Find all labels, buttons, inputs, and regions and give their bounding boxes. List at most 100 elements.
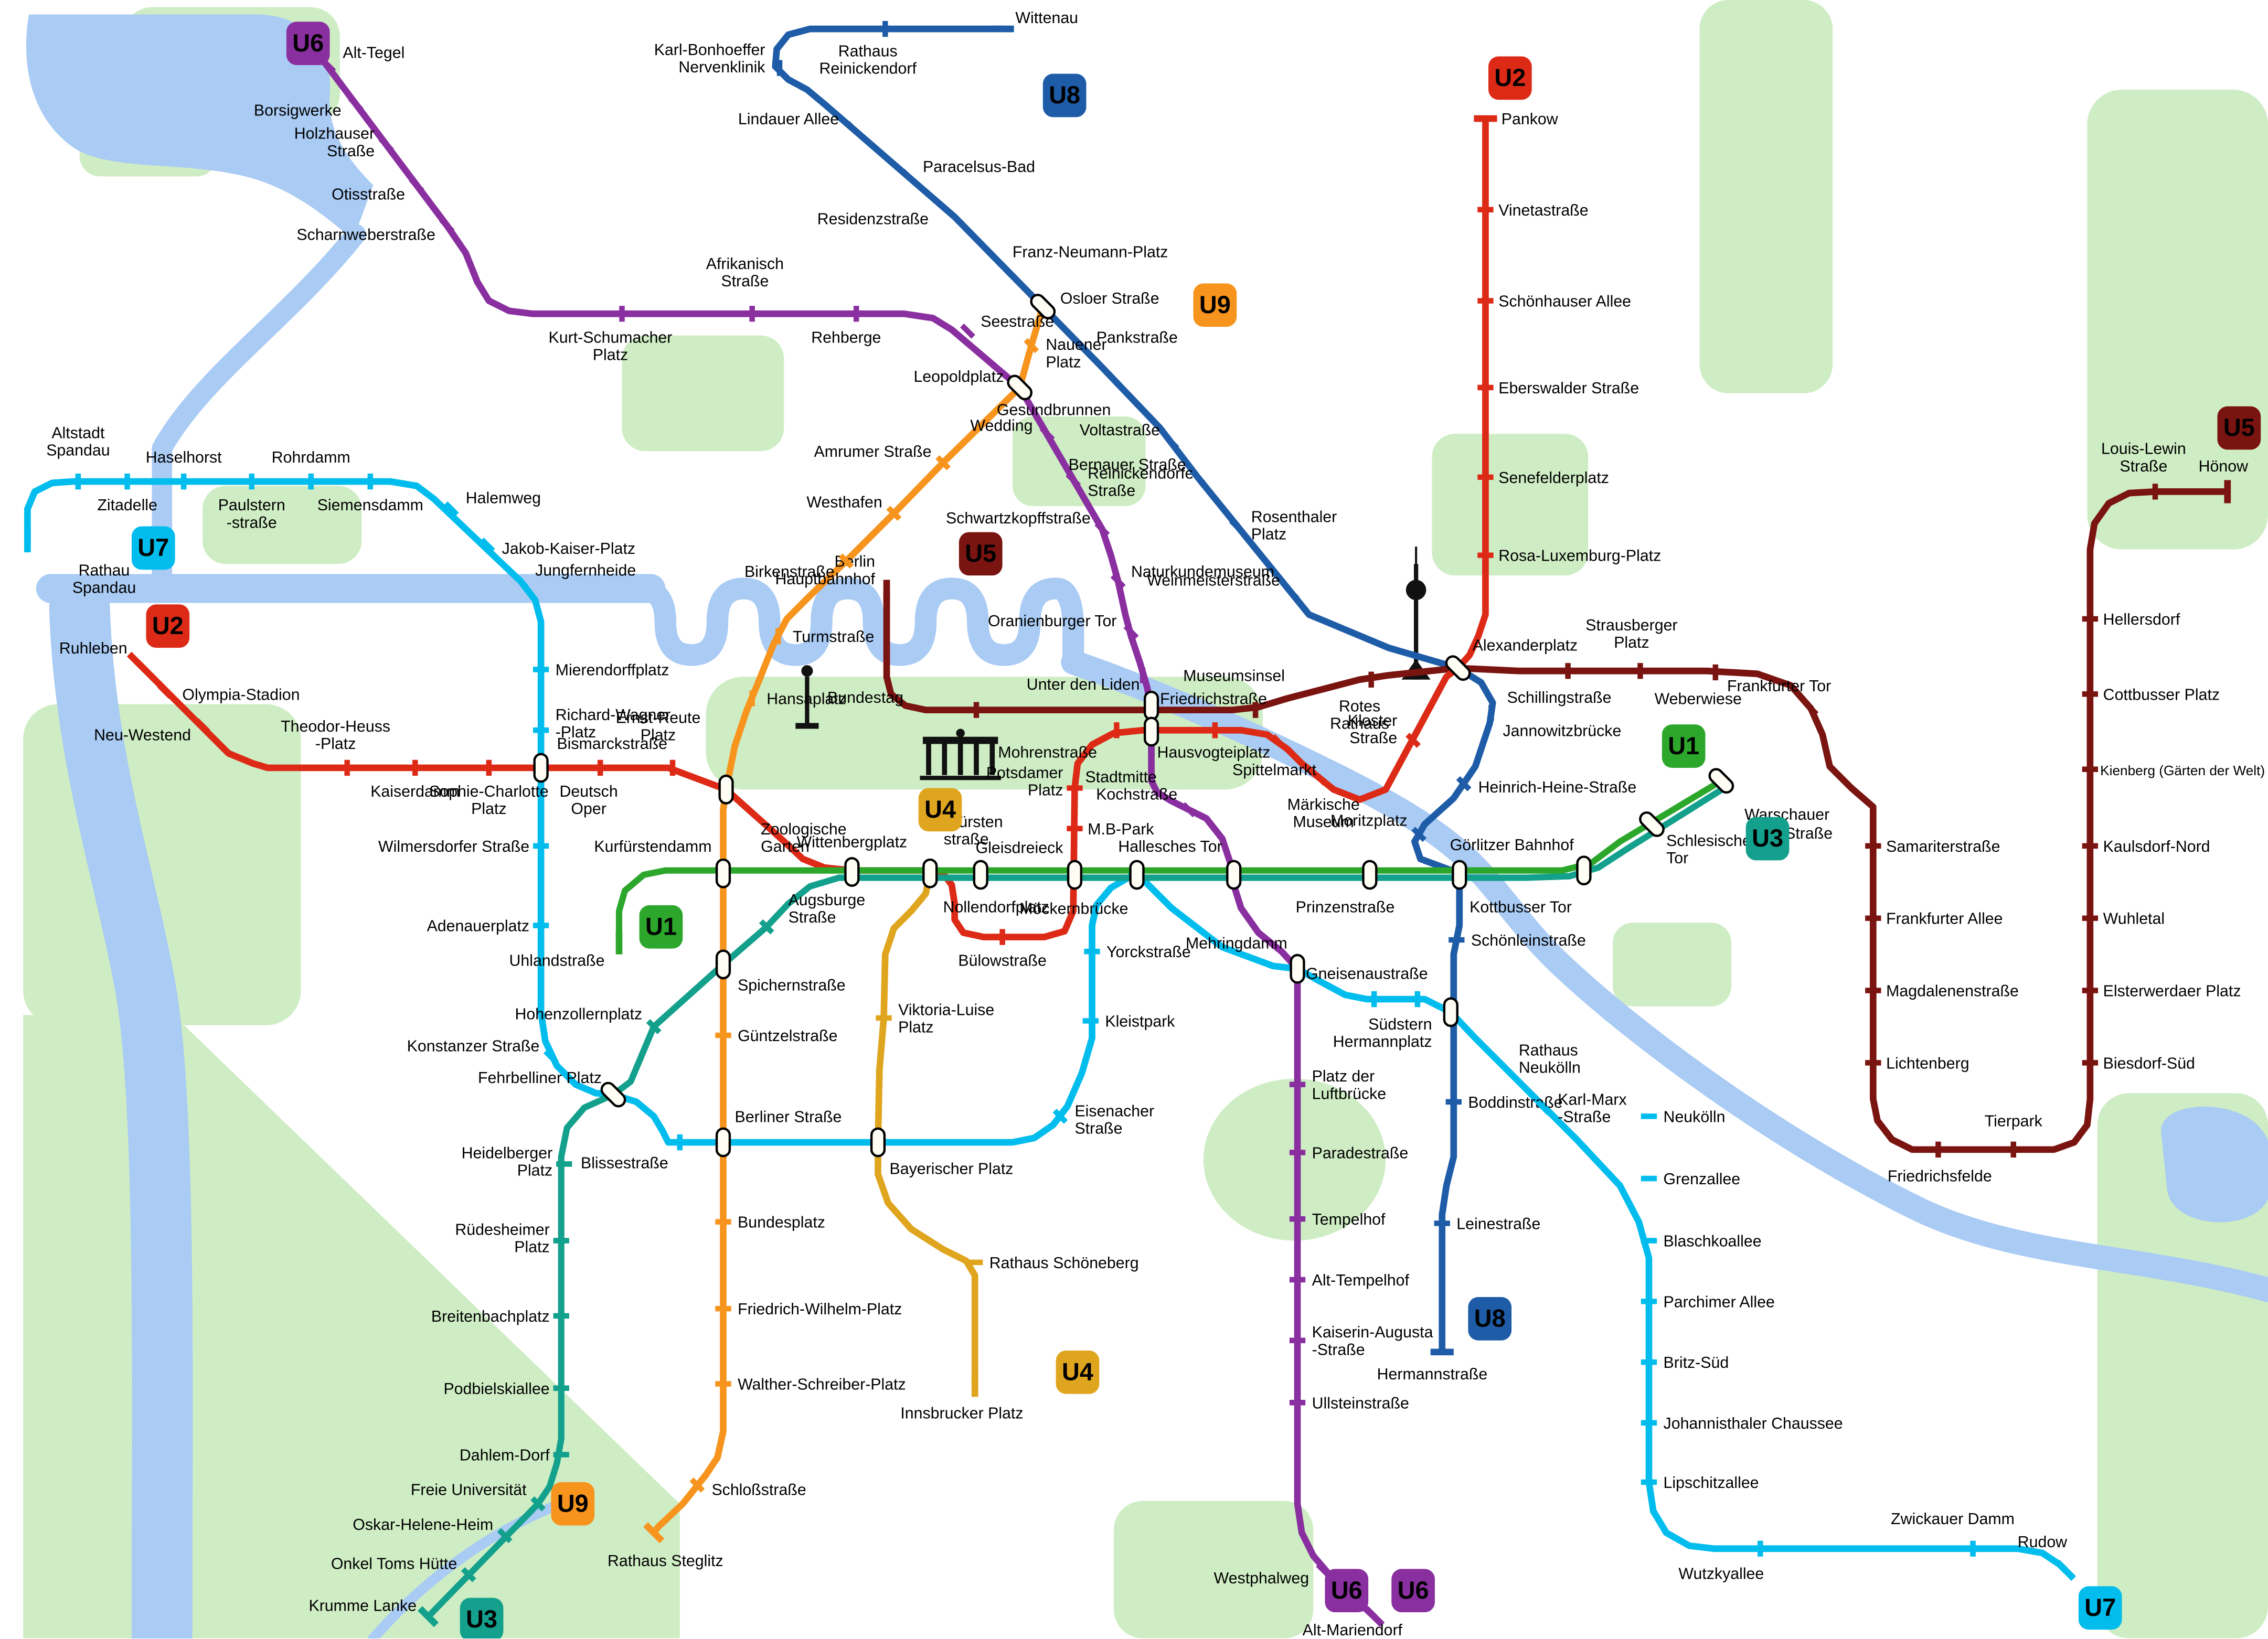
station-kurfürstendamm: Kurfürstendamm xyxy=(594,838,731,888)
station-label: Hallesches Tor xyxy=(1118,838,1222,855)
station-schloßstraße: Schloßstraße xyxy=(689,1477,806,1499)
station-label: Jungfernheide xyxy=(535,562,636,579)
station-görlitzer-bahnhof: Görlitzer Bahnhof xyxy=(1450,837,1592,886)
station-rohrdamm: Rohrdamm xyxy=(272,449,350,490)
station-label: Bülowstraße xyxy=(958,952,1046,970)
station-label: Bundesplatz xyxy=(738,1214,825,1231)
u5-line xyxy=(883,488,2231,1153)
station-moritzplatz: Moritzplatz xyxy=(1330,812,1427,842)
station-label: Pankow xyxy=(1502,111,1558,128)
station-label: Alt-Tempelhof xyxy=(1312,1272,1410,1289)
station-tick xyxy=(1181,802,1197,818)
station-label: Spittelmarkt xyxy=(1232,762,1317,779)
station-label: Kleistpark xyxy=(1105,1013,1175,1030)
station-tick xyxy=(1190,469,1206,485)
station-lindauer-allee: Lindauer Allee xyxy=(738,111,861,136)
station-label: Gneisenaustraße xyxy=(1306,965,1428,982)
station-tick xyxy=(1094,521,1110,537)
station-schwartzkopffstraße: Schwartzkopffstraße xyxy=(946,510,1110,537)
station-label: Mehringdamm xyxy=(1186,935,1287,952)
station-zitadelle: Zitadelle xyxy=(97,473,157,514)
station-tick xyxy=(1803,701,1819,716)
station-tick xyxy=(157,683,173,699)
station-walther-schreiber-platz: Walther-Schreiber-Platz xyxy=(715,1376,906,1393)
line-badge-u4: U4 xyxy=(1056,1351,1100,1394)
station-fehrbelliner-platz: Fehrbelliner Platz xyxy=(478,1069,626,1108)
station-berliner-straße: Berliner Straße xyxy=(715,1108,842,1158)
station-label: Uhlandstraße xyxy=(509,952,604,970)
station-gneisenaustraße: Gneisenaustraße xyxy=(1306,965,1428,1008)
interchange-pill xyxy=(600,1081,626,1108)
station-label: Richard-Wagner-Platz xyxy=(556,706,671,741)
station-prinzenstraße: Prinzenstraße xyxy=(1296,860,1394,916)
station-heinrich-heine-straße: Heinrich-Heine-Straße xyxy=(1456,776,1636,796)
station-mehringdamm: Mehringdamm xyxy=(1186,935,1305,984)
interchange-pill xyxy=(1639,811,1665,837)
station-alexanderplatz: Alexanderplatz xyxy=(1445,637,1578,681)
station-alt-mariendorf: Alt-Mariendorf xyxy=(1303,1606,1403,1638)
station-label: Hausvogteiplatz xyxy=(1157,744,1271,762)
station-zwickauer-damm: Zwickauer Damm xyxy=(1891,1511,2015,1557)
interchange-pill xyxy=(1362,860,1378,890)
line-badge-u7: U7 xyxy=(2078,1586,2122,1630)
station-label: Tierpark xyxy=(1985,1113,2043,1130)
station-label: Rehberge xyxy=(811,329,881,346)
station-label: Blissestraße xyxy=(581,1155,668,1172)
station-theodor-heuss-platz: Theodor-Heuss-Platz xyxy=(281,718,390,776)
station-friedrichstraße: Friedrichstraße xyxy=(1140,667,1267,708)
station-label: Samariterstraße xyxy=(1886,838,2000,855)
station-label: Neu-Westend xyxy=(94,727,191,744)
station-label: Schillingstraße xyxy=(1507,689,1612,706)
station-tick xyxy=(1284,585,1300,601)
station-kienberg-gärten-der-welt-: Kienberg (Gärten der Welt) xyxy=(2082,763,2265,778)
station-scharnweberstraße: Scharnweberstraße xyxy=(296,218,455,244)
station-vinetastraße: Vinetastraße xyxy=(1477,202,1589,219)
interchange-pill xyxy=(533,753,549,783)
station-label: Osloer Straße xyxy=(1060,290,1159,307)
station-label: Birkenstraße xyxy=(744,563,835,581)
station-label: Borsigwerke xyxy=(254,102,342,120)
station-paulstern-straße: Paulstern-straße xyxy=(218,473,285,531)
station-birkenstraße: Birkenstraße xyxy=(744,553,854,581)
station-breitenbachplatz: Breitenbachplatz xyxy=(431,1308,569,1325)
station-rehberge: Rehberge xyxy=(811,306,881,346)
station-tick xyxy=(1039,426,1055,442)
badge-text: U6 xyxy=(292,29,324,57)
badge-text: U3 xyxy=(466,1605,497,1633)
station-label: Westhafen xyxy=(806,494,882,511)
station-neu-westend: Neu-Westend xyxy=(94,718,210,744)
line-badge-u8: U8 xyxy=(1468,1297,1512,1341)
station-hellersdorf: Hellersdorf xyxy=(2082,611,2180,628)
interchange-pill xyxy=(1290,954,1305,984)
badge-box xyxy=(131,526,175,570)
station-label: Leopoldplatz xyxy=(913,368,1004,385)
station-label: Adenauerplatz xyxy=(427,918,529,935)
station-label: Rohrdamm xyxy=(272,449,350,466)
station-hausvogteiplatz: Hausvogteiplatz xyxy=(1157,722,1271,762)
station-label: Wittenbergplatz xyxy=(797,834,908,851)
station-label: Magdalenenstraße xyxy=(1886,983,2019,1000)
badge-box xyxy=(918,788,962,832)
station-kaiserin-augusta-straße: Kaiserin-Augusta-Straße xyxy=(1289,1324,1433,1358)
station-onkel-toms-hütte: Onkel Toms Hütte xyxy=(331,1555,476,1582)
station-kleistpark: Kleistpark xyxy=(1082,1013,1175,1030)
station-hermannstraße: Hermannstraße xyxy=(1377,1348,1487,1383)
station-label: Weinmeisterstraße xyxy=(1147,572,1280,590)
line-badge-u2: U2 xyxy=(1488,56,1532,100)
